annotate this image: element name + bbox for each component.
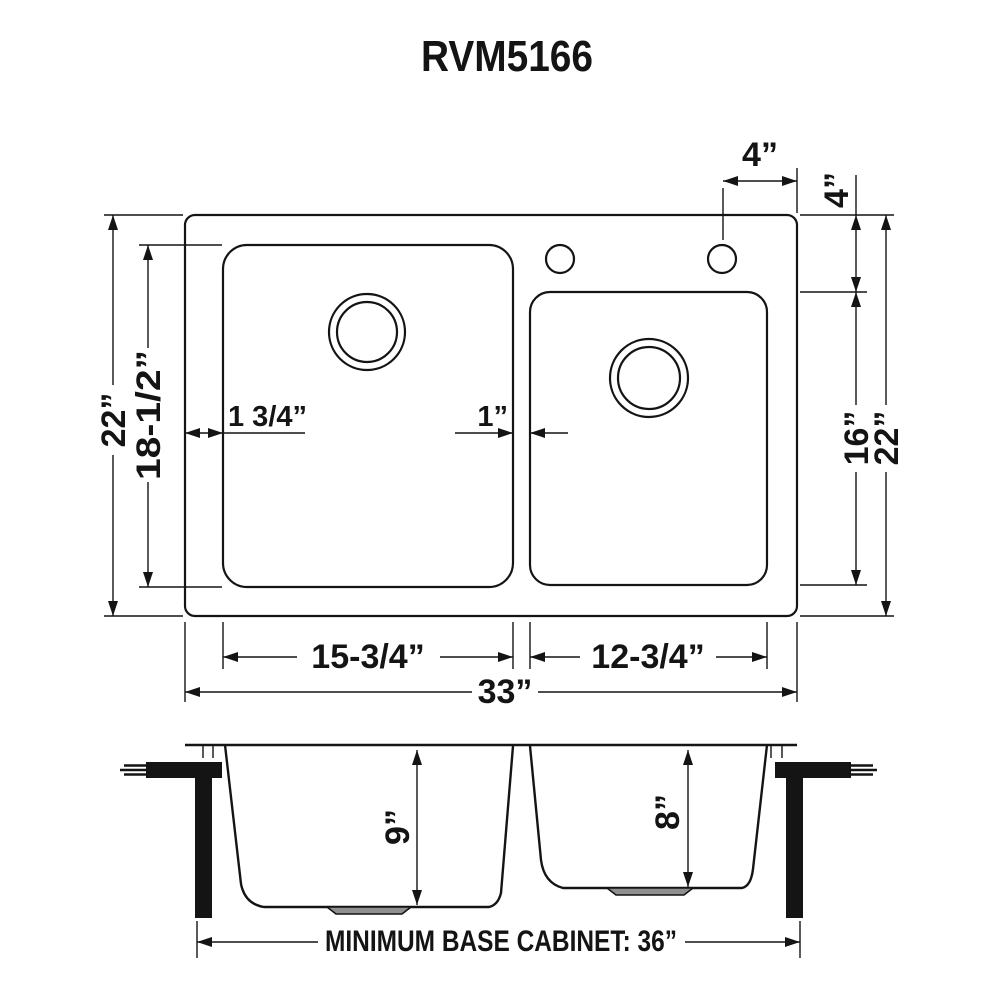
arrowhead-up — [108, 215, 118, 230]
top-view — [183, 213, 799, 618]
dim-label: 4” — [818, 172, 856, 208]
arrowhead-down — [851, 570, 861, 585]
arrowhead-up — [881, 215, 891, 230]
right-drain-section — [604, 887, 696, 896]
dim-overall-depth-left: 22” — [95, 214, 183, 617]
arrowhead-up — [412, 750, 422, 765]
dim-left-bowl-width: 15-3/4” — [222, 622, 514, 676]
arrowhead-up — [851, 292, 861, 307]
faucet-hole-left — [544, 243, 576, 275]
left-bowl-profile — [223, 744, 515, 909]
right-bowl — [528, 290, 769, 587]
dim-right-bowl-front-to-back: 16” — [800, 291, 876, 586]
dim-label: 16” — [838, 411, 876, 466]
right-drain-outer — [608, 337, 690, 419]
arrowhead-right — [498, 652, 513, 662]
dim-right-bowl-width: 12-3/4” — [529, 622, 768, 676]
arrowhead-left — [723, 176, 738, 186]
dim-left-rim: 1 3/4” — [185, 401, 307, 438]
dim-label: 1 3/4” — [228, 401, 307, 433]
dim-left-bowl-depth: 9” — [379, 750, 422, 905]
dim-label: 9” — [379, 809, 417, 845]
cabinet-side-right — [786, 778, 803, 918]
left-drain-inner — [335, 300, 399, 364]
side-view — [120, 743, 877, 918]
arrowhead-right — [208, 428, 223, 438]
dim-label: 22” — [95, 393, 133, 448]
arrowhead-right — [785, 937, 800, 947]
right-drain-inner — [616, 345, 682, 411]
cabinet-side-left — [195, 778, 212, 918]
arrowhead-left — [197, 937, 212, 947]
arrowhead-right — [782, 176, 797, 186]
sink-outer-edge — [183, 213, 799, 618]
left-drain-section — [324, 906, 414, 915]
dim-label: 18-1/2” — [130, 350, 168, 480]
dim-base-cabinet: MINIMUM BASE CABINET: 36” — [196, 921, 801, 958]
arrowhead-left — [530, 428, 545, 438]
arrowhead-down — [108, 601, 118, 616]
arrowhead-left — [223, 652, 238, 662]
dim-label: 22” — [868, 411, 906, 466]
dim-label: 15-3/4” — [311, 638, 424, 676]
arrowhead-down — [881, 601, 891, 616]
dim-overall-width: 33” — [184, 622, 798, 711]
arrowhead-down — [412, 890, 422, 905]
arrowhead-left — [530, 652, 545, 662]
dim-overall-depth-right: 22” — [800, 214, 906, 617]
arrowhead-right — [782, 687, 797, 697]
dim-label: 1” — [477, 401, 508, 433]
arrowhead-up — [851, 215, 861, 230]
arrowhead-down — [683, 872, 693, 887]
countertop-left — [146, 762, 222, 778]
left-drain-outer — [327, 292, 407, 372]
dim-left-bowl-front-to-back: 18-1/2” — [130, 244, 222, 588]
dim-label: 8” — [649, 794, 687, 830]
arrowhead-down — [143, 572, 153, 587]
dim-deck-offset: 4” — [818, 172, 861, 292]
left-bowl — [221, 243, 515, 589]
dim-right-bowl-depth: 8” — [649, 750, 693, 887]
dim-divider: 1” — [455, 401, 568, 438]
arrowhead-down — [851, 277, 861, 292]
arrowhead-up — [143, 245, 153, 260]
countertop-right — [775, 762, 851, 778]
dim-faucet-spacing: 4” — [722, 136, 798, 240]
arrowhead-right — [752, 652, 767, 662]
dim-label: MINIMUM BASE CABINET: 36” — [325, 925, 677, 958]
arrowhead-up — [683, 750, 693, 765]
dim-label: 4” — [742, 136, 778, 174]
dim-label: 12-3/4” — [591, 638, 704, 676]
arrowhead-left — [185, 428, 200, 438]
arrowhead-right — [498, 428, 513, 438]
dim-label: 33” — [478, 673, 533, 711]
drawing-title: RVM5166 — [421, 32, 593, 81]
arrowhead-left — [185, 687, 200, 697]
faucet-hole-right — [706, 243, 738, 275]
